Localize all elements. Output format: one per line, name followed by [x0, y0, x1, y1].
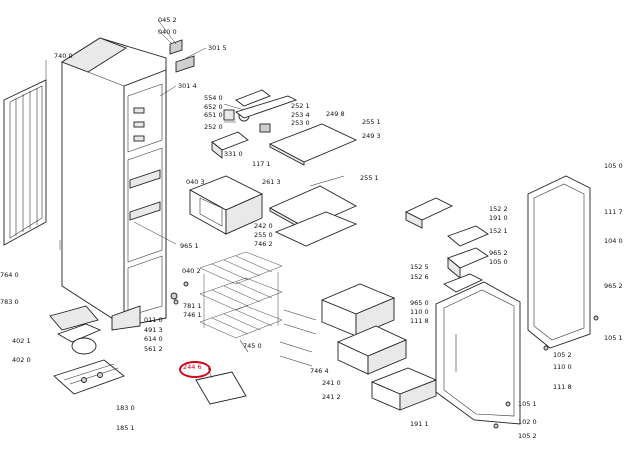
fasteners: [170, 281, 599, 429]
callout-105-2-bottom: 105 2: [518, 432, 537, 440]
wire-shelves: [199, 251, 283, 353]
callout-191-0: 191 0: [489, 214, 508, 222]
callout-652-0: 652 0: [204, 103, 223, 111]
callout-152-2: 152 2: [489, 205, 508, 213]
callout-965-2-right: 965 2: [604, 282, 623, 290]
callout-764-0: 764 0: [0, 271, 19, 279]
callout-783-0: 783 0: [0, 298, 19, 306]
callout-241-0: 241 0: [322, 379, 341, 387]
callout-965-1: 965 1: [180, 242, 199, 250]
highlight-ring: [179, 361, 211, 378]
callout-242-0: 242 0: [254, 222, 273, 230]
callout-252-0: 252 0: [204, 123, 223, 131]
callout-746-4: 746 4: [310, 367, 329, 375]
cabinet-body: [61, 37, 177, 331]
callout-491-3: 491 3: [144, 326, 163, 334]
callout-255-1-lower: 255 1: [360, 174, 379, 182]
door-shelves: [404, 197, 489, 293]
callout-255-1-upper: 255 1: [362, 118, 381, 126]
callout-255-0: 255 0: [254, 231, 273, 239]
callout-331-0: 331 0: [224, 150, 243, 158]
callout-252-1: 252 1: [291, 102, 310, 110]
callout-745-0: 745 0: [243, 342, 262, 350]
callout-561-2: 561 2: [144, 345, 163, 353]
callout-105-1-bottom: 105 1: [518, 400, 537, 408]
callout-301-4: 301 4: [178, 82, 197, 90]
callout-110-0: 110 0: [410, 308, 429, 316]
upper-shelves: [235, 95, 358, 247]
upper-door: [527, 175, 591, 349]
callout-040-0: 040 0: [158, 28, 177, 36]
callout-746-2: 746 2: [254, 240, 273, 248]
freezer-drawers: [320, 283, 438, 411]
callout-110-0-right: 110 0: [553, 363, 572, 371]
callout-185-1: 185 1: [116, 424, 135, 432]
callout-249-8: 249 8: [326, 110, 345, 118]
callout-965-0: 965 0: [410, 299, 429, 307]
callout-965-2-left: 965 2: [489, 249, 508, 257]
callout-045-2: 045 2: [158, 16, 177, 24]
callout-301-5: 301 5: [208, 44, 227, 52]
base-and-compressor: [49, 240, 125, 395]
callout-402-1: 402 1: [12, 337, 31, 345]
top-hinge-parts: [157, 19, 207, 97]
callout-746-1: 746 1: [183, 311, 202, 319]
callout-781-1: 781 1: [183, 302, 202, 310]
callout-117-1: 117 1: [252, 160, 271, 168]
callout-105-0-right: 105 0: [604, 162, 623, 170]
callout-740-0: 740 0: [54, 52, 73, 60]
callout-152-5: 152 5: [410, 263, 429, 271]
callout-253-0: 253 0: [291, 119, 310, 127]
callout-249-3: 249 3: [362, 132, 381, 140]
callout-040-3: 040 3: [186, 178, 205, 186]
callout-105-1-right: 105 1: [604, 334, 623, 342]
callout-011-0: 011 0: [144, 316, 163, 324]
callout-040-2: 040 2: [182, 267, 201, 275]
callout-104-0: 104 0: [604, 237, 623, 245]
callout-253-4: 253 4: [291, 111, 310, 119]
callout-105-0-left: 105 0: [489, 258, 508, 266]
callout-152-1: 152 1: [489, 227, 508, 235]
callout-183-0: 183 0: [116, 404, 135, 412]
callout-111-8-right: 111 8: [553, 383, 572, 391]
callout-554-0: 554 0: [204, 94, 223, 102]
callout-152-6: 152 6: [410, 273, 429, 281]
callout-111-7: 111 7: [604, 208, 623, 216]
callout-402-0: 402 0: [12, 356, 31, 364]
callout-102-0: 102 0: [518, 418, 537, 426]
crisper-drawer-261-3: [188, 175, 264, 235]
callout-105-2-right: 105 2: [553, 351, 572, 359]
side-panel-740-0: [3, 60, 47, 246]
callout-111-8-left: 111 8: [410, 317, 429, 325]
lower-door: [435, 281, 521, 425]
callout-244-6: 244 6: [183, 363, 202, 371]
callout-651-0: 651 0: [204, 111, 223, 119]
callout-191-1: 191 1: [410, 420, 429, 428]
callout-241-2: 241 2: [322, 393, 341, 401]
callout-614-0: 614 0: [144, 335, 163, 343]
callout-261-3: 261 3: [262, 178, 281, 186]
shelf-rods: [279, 309, 317, 367]
